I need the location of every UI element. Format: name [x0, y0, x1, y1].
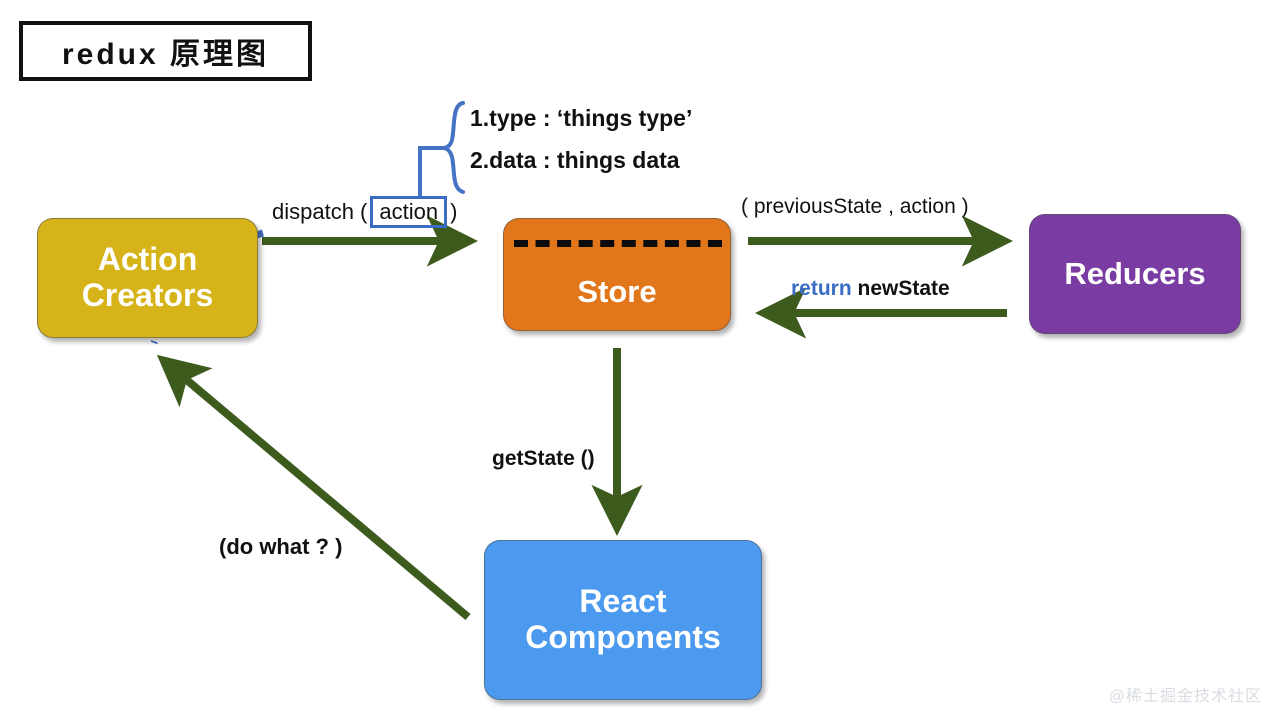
label-do-what: (do what ? ) — [219, 534, 343, 559]
node-react-components[interactable]: React Components — [484, 540, 762, 700]
node-react-components-line1: React — [579, 583, 667, 620]
brace-action-detail — [418, 101, 465, 198]
node-react-components-line2: Components — [525, 619, 721, 655]
node-store-label: Store — [577, 274, 657, 310]
node-action-creators[interactable]: Action Creators — [37, 218, 258, 338]
return-keyword-text: return — [791, 277, 852, 300]
annotation-type-line: 1.type : ‘things type’ — [470, 105, 693, 131]
node-reducers[interactable]: Reducers — [1029, 214, 1241, 334]
action-chip: action — [370, 196, 448, 229]
node-action-creators-line1: Action — [97, 241, 198, 278]
node-store[interactable]: Store — [503, 218, 731, 331]
new-state-text: newState — [851, 277, 950, 300]
node-action-creators-line2: Creators — [81, 277, 214, 313]
label-dispatch: dispatch (action) — [272, 196, 458, 229]
store-dashed-divider — [514, 240, 722, 247]
node-reducers-label: Reducers — [1064, 255, 1206, 291]
diagram-title-box: redux 原理图 — [19, 21, 312, 81]
page-title: redux 原理图 — [61, 38, 270, 71]
arrow-do-what — [156, 354, 471, 621]
label-get-state: getState () — [492, 447, 595, 470]
dispatch-suffix-text: ) — [450, 199, 458, 224]
annotation-data-line: 2.data : things data — [470, 147, 680, 173]
watermark: @稀土掘金技术社区 — [1108, 688, 1262, 705]
dispatch-prefix-text: dispatch ( — [272, 199, 368, 224]
label-return-new-state: return newState — [791, 277, 950, 301]
label-previous-state-action: ( previousState , action ) — [741, 195, 969, 218]
